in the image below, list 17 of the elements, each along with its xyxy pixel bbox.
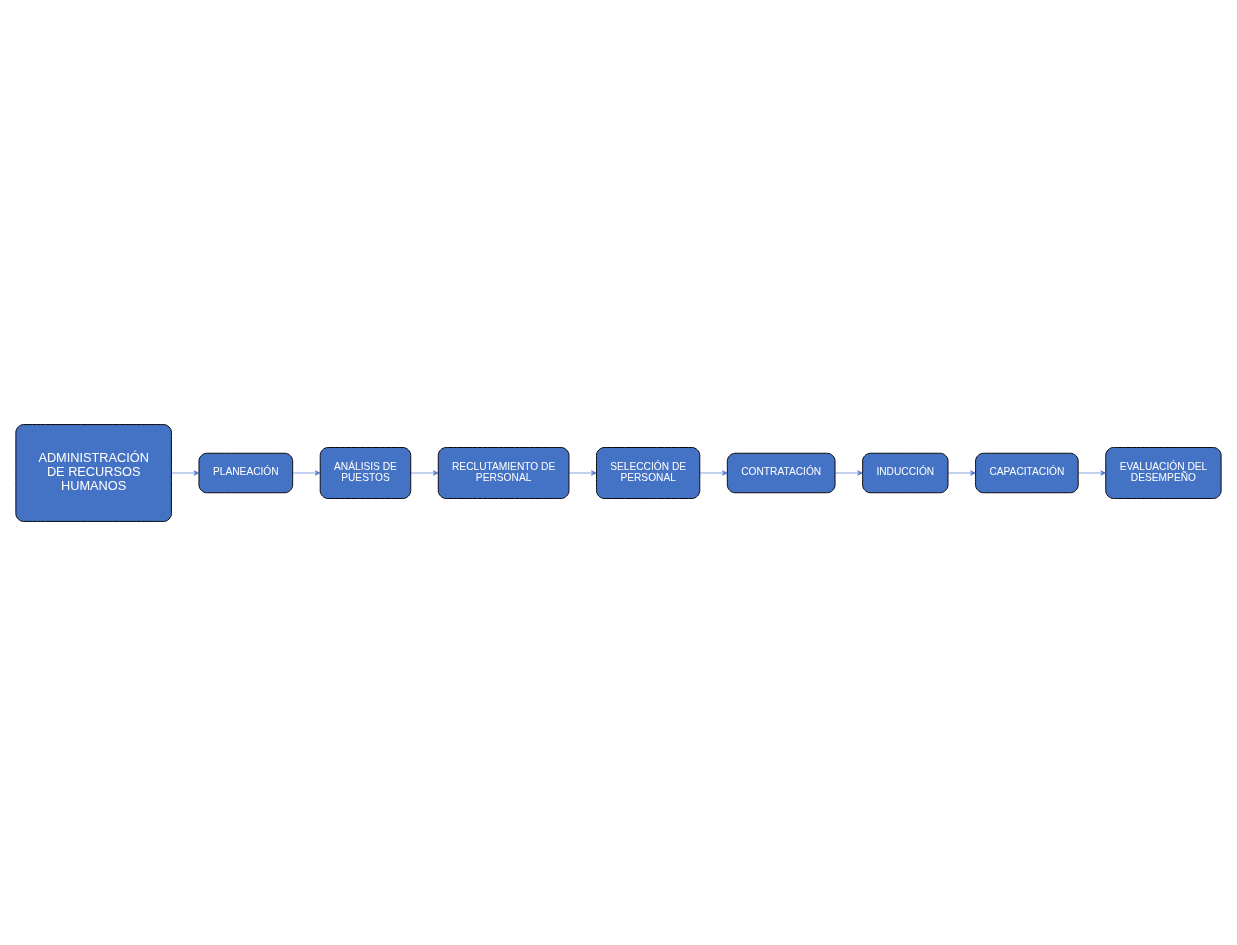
node-box: INDUCCIÓN	[862, 452, 949, 493]
arrow	[410, 469, 439, 476]
node-box: CAPACITACIÓN	[975, 452, 1079, 493]
arrow	[171, 469, 200, 476]
arrow	[834, 469, 863, 476]
arrow	[1078, 469, 1106, 476]
node-box: PLANEACIÓN	[198, 452, 294, 493]
arrow	[947, 469, 976, 476]
node-box: ADMINISTRACIÓN DE RECURSOS HUMANOS	[15, 423, 172, 522]
node-box: RECLUTAMIENTO DE PERSONAL	[437, 446, 570, 499]
arrow	[292, 469, 321, 476]
node-box: EVALUACIÓN DEL DESEMPEÑO	[1105, 446, 1222, 499]
node-box: SELECCIÓN DE PERSONAL	[596, 446, 701, 499]
arrow	[568, 469, 597, 476]
arrow	[699, 469, 728, 476]
node-box: ANÁLISIS DE PUESTOS	[319, 446, 412, 499]
node-box: CONTRATACIÓN	[726, 452, 836, 493]
